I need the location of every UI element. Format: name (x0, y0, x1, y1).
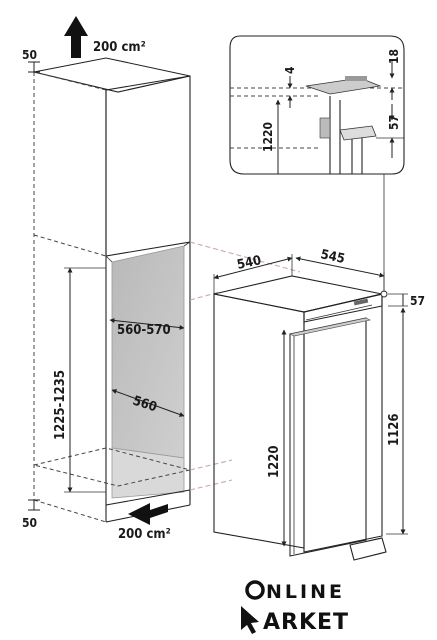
upper-cabinet-front (105, 75, 191, 257)
appliance-width-label: 540 (236, 253, 263, 273)
detail-4-label: 4 (283, 66, 297, 74)
logo-line2: ARKET (263, 610, 349, 635)
vent-top-label: 200 cm² (93, 40, 146, 55)
appliance-top-gap-label: 57 (410, 294, 425, 308)
appliance (213, 254, 408, 561)
appliance-height-label: 1220 (267, 445, 282, 478)
detail-callout (229, 35, 405, 290)
detail-18-label: 18 (387, 49, 401, 64)
cabinet (28, 16, 191, 525)
logo-cursor-icon (241, 606, 259, 634)
vent-in-arrow (128, 503, 168, 525)
upper-cabinet-top (33, 57, 191, 93)
appliance-front (303, 293, 383, 553)
niche-height-label: 1225-1235 (53, 370, 68, 440)
appliance-top (213, 275, 383, 313)
detail-1220-label: 1220 (261, 122, 275, 152)
logo-o-ring (245, 580, 265, 600)
logo-line1: NLINE (266, 581, 345, 603)
niche-floor (111, 447, 185, 499)
niche-width-label: 560-570 (117, 323, 171, 338)
vent-bottom-label: 200 cm² (118, 527, 171, 542)
online-market-logo: NLINE ARKET (241, 580, 349, 635)
detail-57-label: 57 (387, 115, 401, 130)
appliance-door (289, 317, 367, 557)
niche-depth-label: 560 (131, 394, 159, 416)
appliance-door-height-label: 1126 (387, 413, 402, 446)
detail-frame (229, 35, 405, 175)
appliance-depth-label: 545 (319, 247, 346, 267)
gap-bottom-label: 50 (22, 516, 37, 530)
niche-back-panel (111, 245, 185, 459)
gap-top-label: 50 (22, 48, 37, 62)
plinth (33, 447, 191, 487)
vent-up-arrow (64, 16, 88, 58)
